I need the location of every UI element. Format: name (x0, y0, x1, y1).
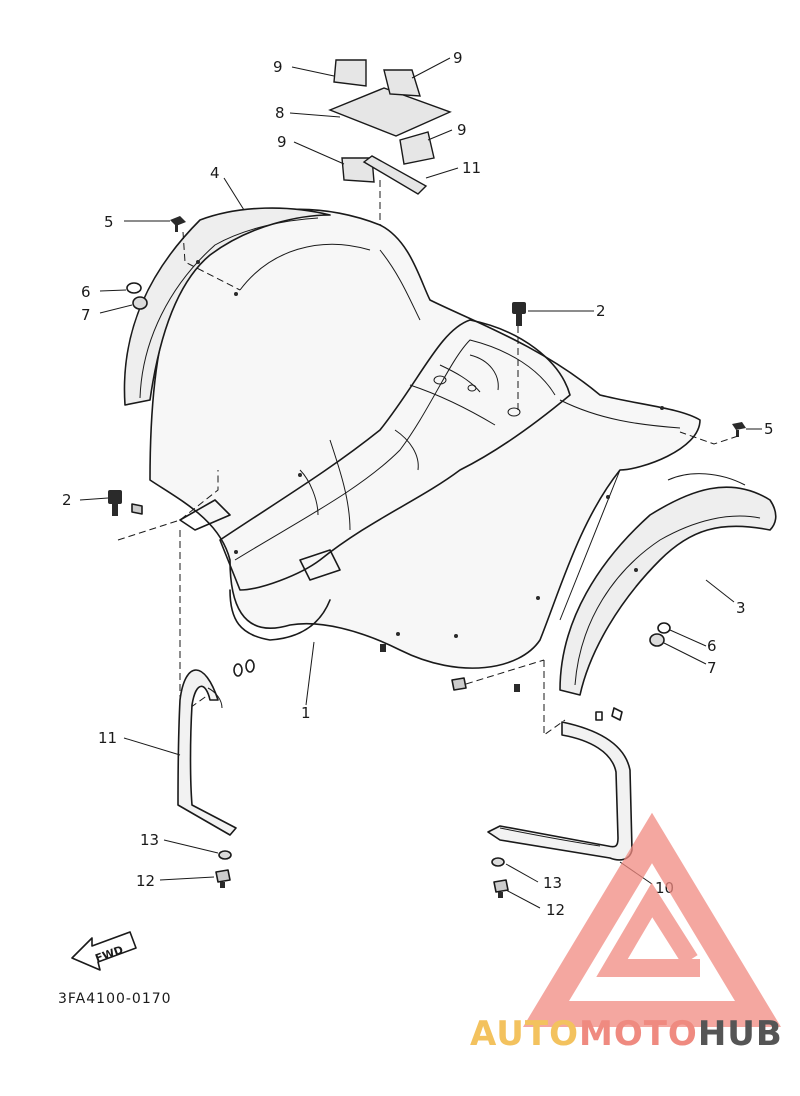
bolt-part-12-left (215, 869, 231, 888)
pad-part-9-top-left (333, 59, 367, 87)
assembly-line-bolt-5-right (679, 431, 739, 445)
bolt-part-5-right (732, 422, 746, 437)
callout-9: 9 (273, 58, 283, 76)
pad-part-9-mid-left (341, 157, 375, 183)
pad-part-9-top-right (383, 69, 421, 97)
callout-7: 7 (81, 306, 91, 324)
pad-part-9-mid-right (399, 131, 435, 165)
callout-7: 7 (707, 659, 717, 677)
leader-lines (79, 57, 762, 909)
callout-6: 6 (81, 283, 91, 301)
callout-2: 2 (62, 491, 72, 509)
washer-part-13-right (491, 857, 505, 867)
logo-part-auto: AUTO (470, 1014, 579, 1054)
assembly-line-bolt-2-left (117, 470, 219, 541)
callout-1: 1 (301, 704, 311, 722)
callout-5: 5 (104, 213, 114, 231)
callout-9: 9 (453, 49, 463, 67)
bolt-part-12-right (493, 879, 509, 898)
forward-direction-arrow: FWD (71, 931, 137, 971)
assembly-line-bottom (465, 659, 545, 685)
nut-part-7-right (649, 633, 665, 647)
logo-part-hub: HUB (698, 1014, 783, 1054)
drawing-code: 3FA4100-0170 (58, 991, 172, 1007)
right-mudflap-part-3 (559, 473, 777, 696)
automotohub-logo: AUTOMOTOHUB (470, 812, 783, 1054)
callout-11: 11 (98, 729, 117, 747)
bolt-part-2-left (108, 490, 143, 516)
assembly-line-bracket-left (179, 530, 216, 716)
washer-part-13-left (218, 850, 232, 860)
callout-8: 8 (275, 104, 285, 122)
bolt-bottom-center (451, 677, 467, 691)
callout-9: 9 (457, 121, 467, 139)
callout-2: 2 (596, 302, 606, 320)
right-bracket-part-10 (487, 707, 633, 861)
washer-part-6-left (126, 282, 142, 294)
bolt-part-5-left (170, 216, 186, 232)
callout-9: 9 (277, 133, 287, 151)
callout-3: 3 (736, 599, 746, 617)
left-mudflap-part-4 (123, 207, 331, 406)
assembly-line-bolt-5-left (182, 231, 241, 291)
left-bracket-part-11 (177, 659, 255, 836)
washer-part-6-right (657, 622, 671, 634)
strip-part-11-top (362, 155, 428, 195)
assembly-line-bracket-right (543, 660, 566, 736)
callout-4: 4 (210, 164, 220, 182)
rear-fender-part-1 (149, 208, 701, 692)
callout-13: 13 (140, 831, 159, 849)
callout-11: 11 (462, 159, 481, 177)
logo-text: AUTOMOTOHUB (470, 1014, 783, 1054)
bolt-part-2-top (512, 302, 526, 326)
logo-part-moto: MOTO (579, 1014, 698, 1054)
callout-5: 5 (764, 420, 774, 438)
nut-part-7-left (132, 296, 148, 310)
callout-12: 12 (136, 872, 155, 890)
seat-plate-part-8 (328, 87, 452, 137)
callout-6: 6 (707, 637, 717, 655)
callout-12: 12 (546, 901, 565, 919)
callout-13: 13 (543, 874, 562, 892)
